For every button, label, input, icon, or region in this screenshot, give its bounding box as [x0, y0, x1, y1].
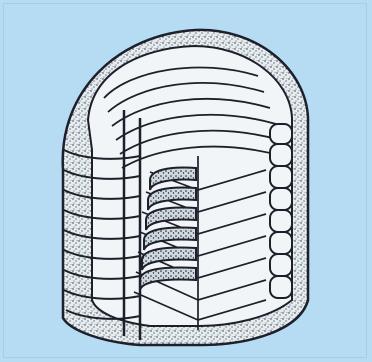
curled-segment-column	[270, 124, 292, 298]
inner-cavity	[88, 46, 292, 326]
